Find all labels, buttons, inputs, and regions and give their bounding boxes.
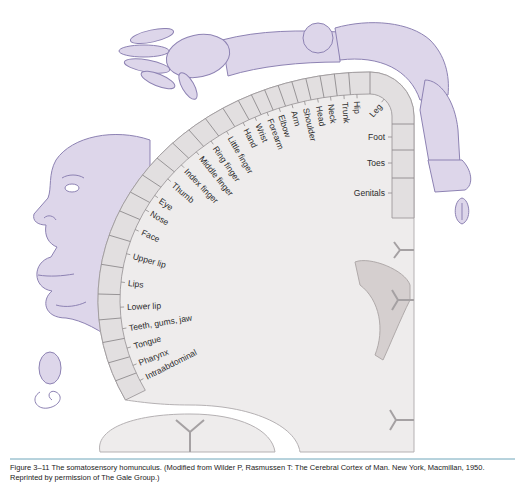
segment-divider [392, 124, 414, 125]
segment-divider [130, 192, 149, 202]
body-part-label: Lips [127, 278, 144, 290]
leader-tick [388, 163, 392, 164]
leader-tick [155, 195, 158, 197]
segment-divider [205, 119, 218, 137]
leader-tick [279, 108, 280, 112]
leader-tick [388, 193, 392, 194]
leader-tick [317, 99, 319, 103]
leader-tick [120, 307, 124, 308]
segment-divider [189, 130, 204, 146]
leader-tick [135, 230, 139, 232]
segment-divider [334, 74, 337, 96]
leader-tick [292, 104, 293, 108]
segment-divider [238, 101, 249, 120]
leader-tick [127, 347, 131, 348]
leader-tick [267, 112, 268, 116]
segment-divider [99, 318, 121, 320]
body-part-label: Foot [368, 132, 385, 142]
leader-tick [330, 97, 332, 101]
sulcus [394, 242, 414, 258]
leader-tick [343, 95, 344, 99]
leader-tick [356, 94, 357, 98]
segment-divider [103, 338, 125, 342]
eyebrow [62, 175, 84, 178]
mouth-line [38, 274, 74, 276]
segment-divider [349, 73, 351, 95]
leader-tick [382, 99, 385, 102]
segment-divider [292, 82, 298, 103]
finger [119, 45, 169, 57]
segment-divider [98, 294, 120, 296]
leader-tick [140, 379, 144, 381]
segment-divider [109, 235, 130, 241]
leader-tick [211, 141, 213, 144]
genitals [455, 198, 469, 224]
ventricle [355, 261, 410, 360]
nostril [44, 216, 56, 220]
body-part-label: Hip [352, 101, 363, 114]
segment-divider [157, 158, 174, 172]
leader-tick [126, 254, 130, 255]
leader-tick [255, 117, 257, 121]
segment-divider [306, 78, 311, 99]
foot [428, 160, 471, 192]
temporal-lobe [100, 414, 275, 452]
segment-divider [320, 76, 324, 98]
segment-divider [109, 357, 130, 363]
caption-rule [10, 459, 515, 460]
thumb [175, 70, 200, 102]
leader-tick [181, 165, 184, 168]
segment-divider [120, 211, 140, 220]
body-part-label: Toes [367, 158, 385, 168]
pharynx [35, 391, 60, 408]
leader-tick [243, 123, 245, 127]
leader-tick [121, 282, 125, 284]
body-part-label: Lower lip [127, 300, 161, 311]
leader-tick [227, 131, 229, 134]
body-part-label: Trunk [340, 102, 352, 124]
leg [420, 80, 460, 168]
body-part-label: Genitals [354, 188, 385, 198]
palm [162, 29, 233, 83]
segment-divider [223, 108, 235, 127]
leader-tick [196, 152, 199, 155]
leader-tick [388, 137, 392, 138]
brain-section [98, 72, 414, 452]
sulcus [392, 290, 414, 310]
eye [65, 184, 79, 192]
sulcus [390, 410, 414, 430]
tongue [39, 352, 61, 384]
segment-divider [278, 85, 285, 106]
segment-divider [173, 143, 189, 158]
finger [139, 68, 177, 93]
segment-divider [265, 90, 274, 110]
leader-tick [168, 179, 171, 182]
segment-divider [143, 175, 161, 187]
segment-divider [392, 178, 414, 179]
cortex-strip [98, 72, 414, 400]
leader-tick [304, 101, 306, 105]
leader-tick [122, 328, 126, 330]
leader-tick [145, 210, 149, 212]
figure-caption: Figure 3–11 The somatosensory homunculus… [10, 463, 515, 483]
sulci [176, 242, 414, 452]
head [303, 23, 333, 53]
segment-divider [251, 95, 261, 115]
segment-divider [116, 373, 137, 381]
sulcus [176, 420, 204, 452]
leader-tick [133, 364, 137, 366]
segment-divider [101, 264, 123, 268]
finger [129, 26, 175, 47]
chin-line [56, 302, 86, 306]
segment-divider [370, 72, 371, 94]
segment-divider [392, 150, 414, 151]
